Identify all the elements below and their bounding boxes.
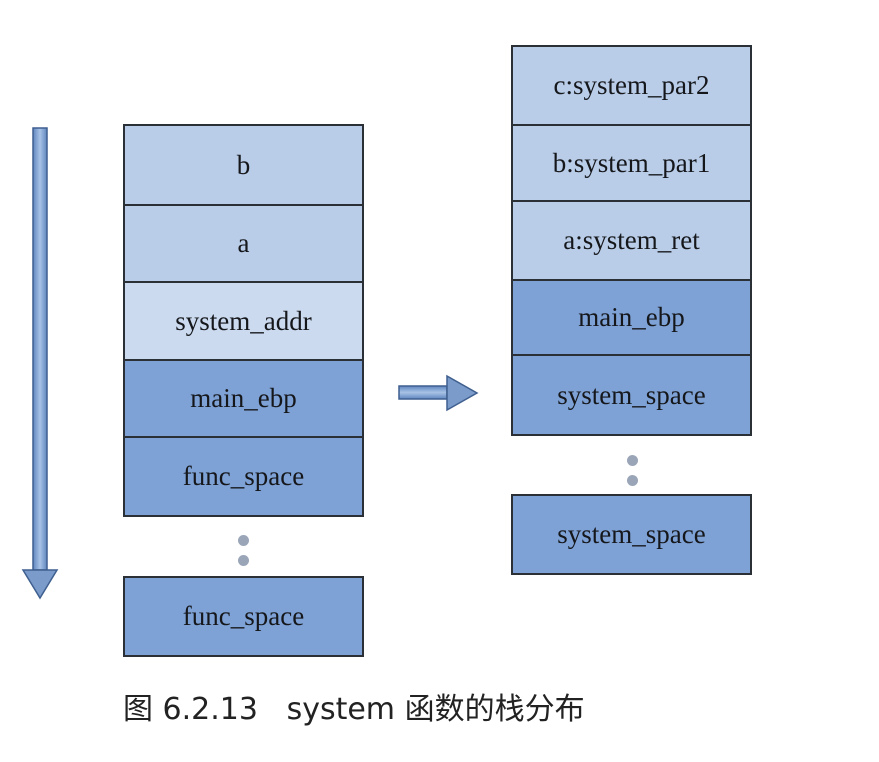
figure-title: system 函数的栈分布 — [286, 692, 585, 727]
right-cell-main-ebp: main_ebp — [513, 281, 750, 356]
right-bottom-stack: system_space — [511, 494, 752, 575]
stack-growth-arrow — [21, 127, 59, 600]
right-stack: c:system_par2 b:system_par1 a:system_ret… — [511, 45, 752, 436]
left-cell-a: a — [125, 206, 362, 283]
left-bottom-stack: func_space — [123, 576, 364, 657]
right-ellipsis-dot-bottom — [627, 475, 638, 486]
right-cell-system-space: system_space — [513, 356, 750, 434]
transform-arrow — [398, 374, 479, 412]
left-stack: b a system_addr main_ebp func_space — [123, 124, 364, 517]
left-ellipsis-dot-top — [238, 535, 249, 546]
left-ellipsis-dot-bottom — [238, 555, 249, 566]
right-cell-system-ret: a:system_ret — [513, 202, 750, 281]
left-cell-b: b — [125, 126, 362, 206]
figure-caption: 图 6.2.13 system 函数的栈分布 — [123, 684, 585, 728]
right-cell-system-par1: b:system_par1 — [513, 126, 750, 202]
left-cell-func-space: func_space — [125, 438, 362, 515]
right-ellipsis-dot-top — [627, 455, 638, 466]
left-bottom-cell: func_space — [125, 578, 362, 655]
left-cell-system-addr: system_addr — [125, 283, 362, 361]
figure-number: 图 6.2.13 — [123, 692, 258, 727]
right-cell-system-par2: c:system_par2 — [513, 47, 750, 126]
left-cell-main-ebp: main_ebp — [125, 361, 362, 438]
right-bottom-cell: system_space — [513, 496, 750, 573]
